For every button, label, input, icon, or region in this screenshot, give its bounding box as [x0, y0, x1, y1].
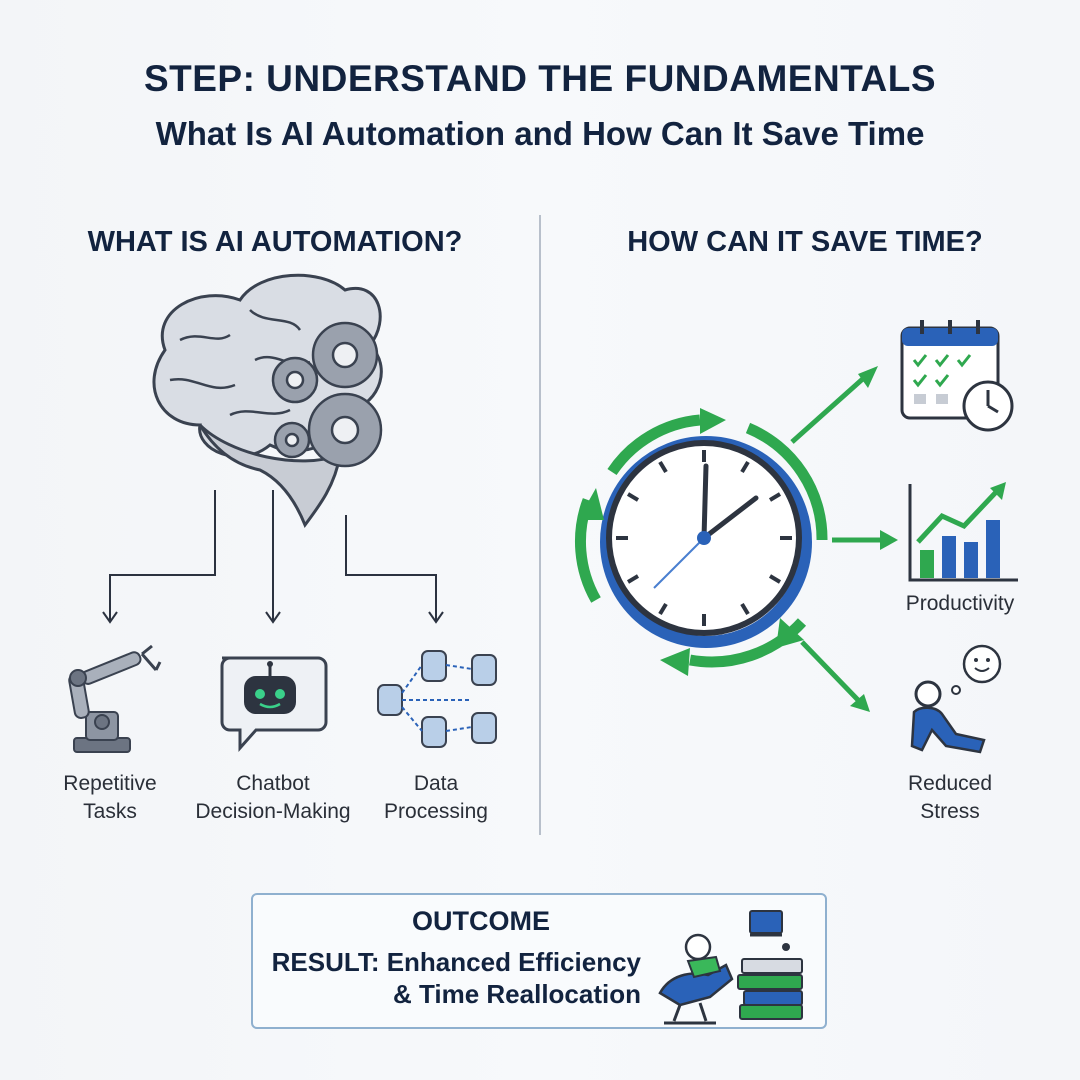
- section-divider: [539, 215, 541, 835]
- robot-arm-icon: [68, 644, 162, 753]
- page-title: STEP: UNDERSTAND THE FUNDAMENTALS: [143, 58, 937, 99]
- left-section-heading: WHAT IS AI AUTOMATION?: [87, 226, 463, 258]
- productivity-label: Productivity: [905, 592, 1015, 615]
- outcome-box: [251, 893, 827, 1029]
- chatbot-icon: [220, 656, 328, 752]
- chatbot-label: Chatbot Decision-Making: [195, 772, 351, 823]
- page-subtitle: What Is AI Automation and How Can It Sav…: [155, 115, 925, 152]
- calendar-clock-icon: [900, 320, 1014, 432]
- outcome-heading: OUTCOME: [412, 906, 550, 936]
- relaxed-person-icon: [910, 644, 1002, 754]
- outcome-result: RESULT: Enhanced Efficiency & Time Reall…: [271, 947, 641, 1009]
- right-section-heading: HOW CAN IT SAVE TIME?: [627, 226, 983, 258]
- data-processing-label: Data Processing: [384, 772, 488, 823]
- relaxing-worker-icon: [658, 910, 803, 1025]
- repetitive-tasks-label: Repetitive Tasks: [63, 772, 157, 823]
- database-icon: [377, 650, 497, 748]
- reduced-stress-label: Reduced Stress: [907, 772, 993, 823]
- growth-chart-icon: [908, 482, 1018, 582]
